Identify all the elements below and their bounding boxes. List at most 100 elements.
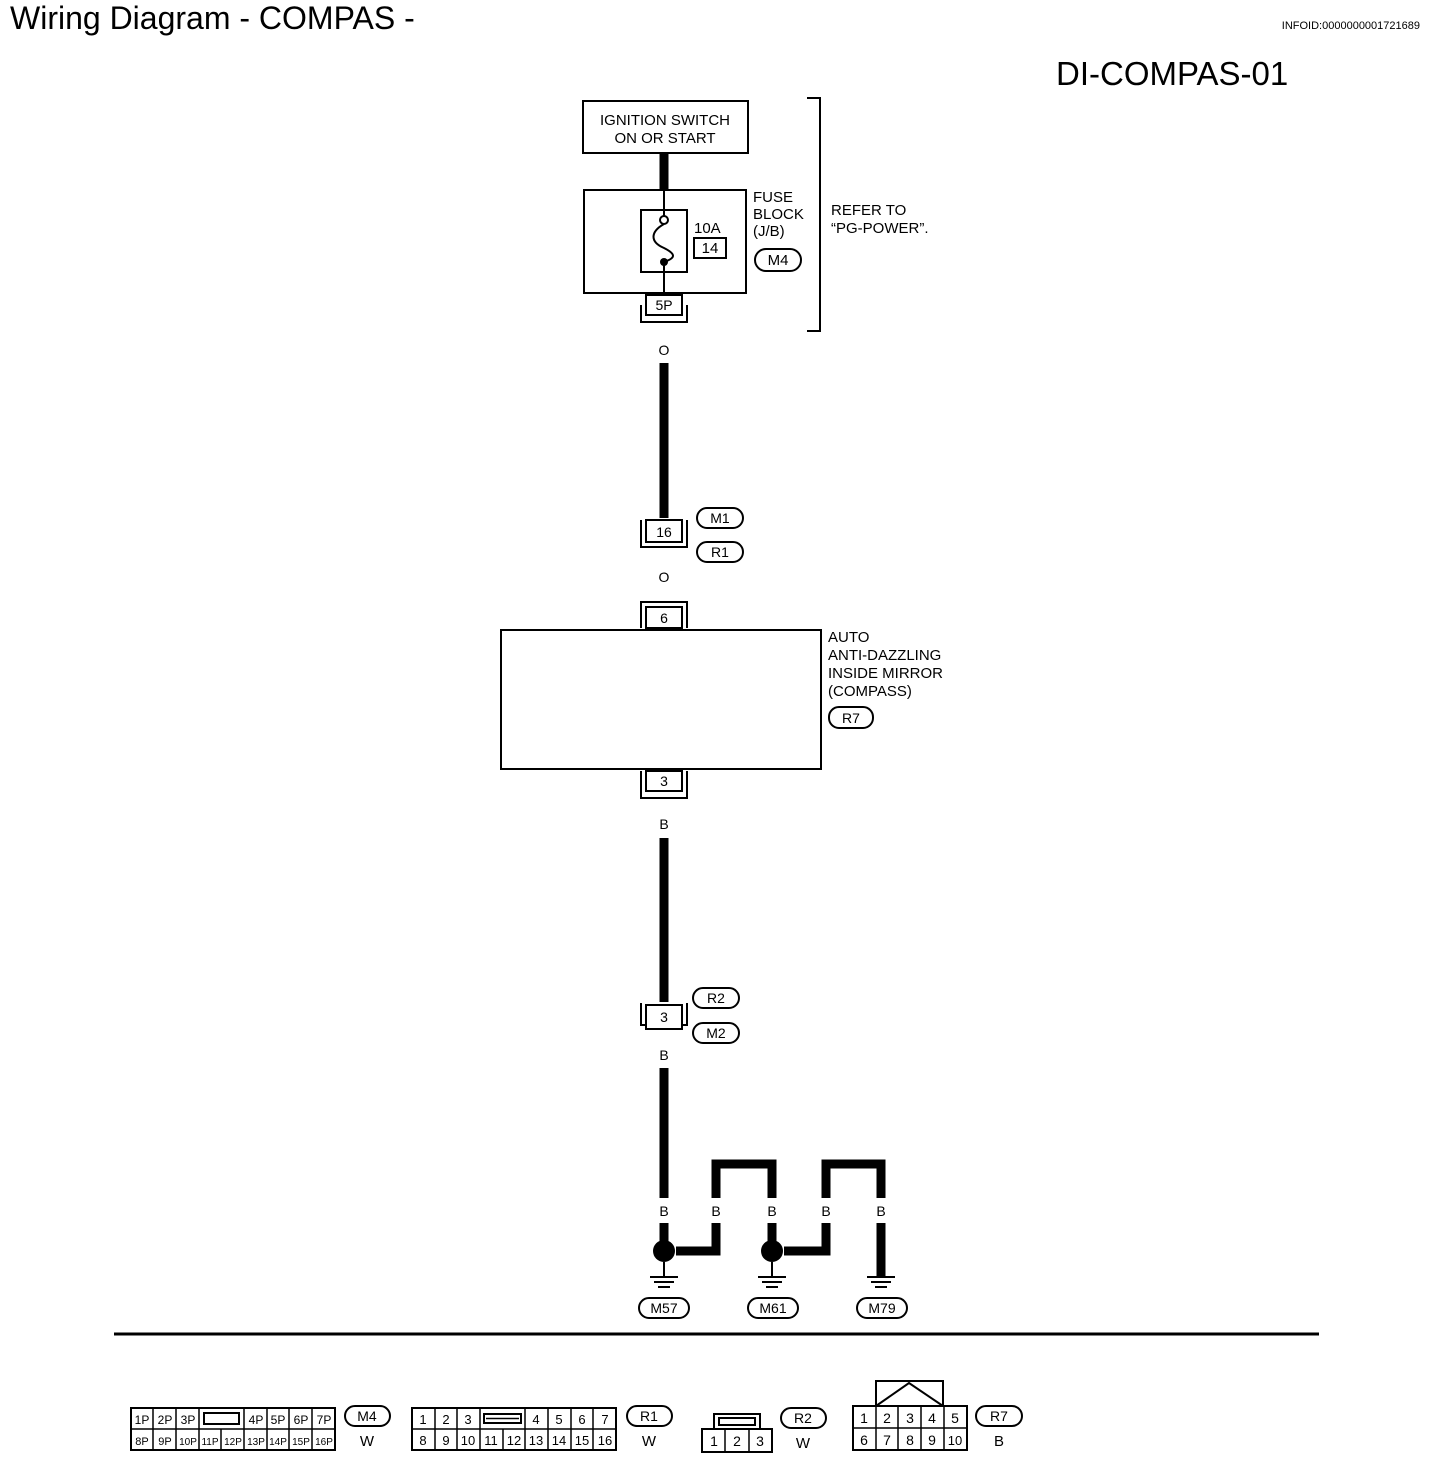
connector-id-badge: M2 xyxy=(706,1025,726,1041)
connector-face-id: R2 xyxy=(794,1410,812,1426)
mirror-label-line-4: (COMPASS) xyxy=(828,683,912,700)
connector-pin-label: 7 xyxy=(601,1412,608,1427)
connector-housing-hood xyxy=(875,1381,944,1407)
connector-id-badge: M1 xyxy=(710,510,730,526)
mirror-power-connector-clip xyxy=(640,601,688,628)
connector-pin-label: 8P xyxy=(135,1436,148,1448)
joint-connector-terminal: 16 xyxy=(656,524,672,540)
connector-pin-label: 6 xyxy=(860,1432,868,1448)
connector-pin-label: 16 xyxy=(598,1433,612,1448)
ignition-switch-label-line-1: IGNITION SWITCH xyxy=(600,112,730,129)
ground-point-id: M79 xyxy=(868,1300,895,1316)
joint-connector-terminal: 3 xyxy=(660,1009,668,1025)
connector-pin-label: 13 xyxy=(529,1433,543,1448)
connector-pin-label: 5 xyxy=(951,1410,959,1426)
ignition-switch: IGNITION SWITCH ON OR START xyxy=(582,100,749,154)
connector-pin-label: 4 xyxy=(928,1410,936,1426)
fuse-block: 10A 14 FUSE BLOCK (J/B) M4 5P xyxy=(583,189,804,323)
connector-face-m4: 1P 2P 3P 4P 5P 6P 7P 8P 9P 10P 11P 12P 1… xyxy=(130,1405,391,1451)
connector-lock-tab xyxy=(718,1417,756,1426)
connector-face-r2: 1 2 3 R2 W xyxy=(701,1407,827,1453)
fuse-number: 14 xyxy=(702,240,719,257)
ground-symbol-icon xyxy=(650,1276,678,1288)
wire-color-label: B xyxy=(821,1203,830,1219)
auto-anti-dazzling-mirror: 6 AUTO ANTI-DAZZLING INSIDE MIRROR (COMP… xyxy=(500,601,943,799)
connector-pin-label: 1 xyxy=(419,1412,426,1427)
connector-pin-label: 1 xyxy=(860,1410,868,1426)
fuse-block-terminal: 5P xyxy=(655,297,672,313)
connector-face-color: W xyxy=(796,1435,811,1452)
ground-splice-dot xyxy=(653,1240,675,1262)
connector-pin-label: 8 xyxy=(906,1432,914,1448)
connector-pin-label: 3 xyxy=(906,1410,914,1426)
connector-pin-label: 9P xyxy=(158,1436,171,1448)
connector-pin-label: 3 xyxy=(756,1433,764,1449)
page-title: Wiring Diagram - COMPAS - xyxy=(10,0,415,36)
connector-pin-label: 1P xyxy=(135,1413,150,1427)
wire-color-label: O xyxy=(659,569,670,585)
refer-to-line-2: “PG-POWER”. xyxy=(831,220,929,237)
connector-pin-label: 14P xyxy=(269,1437,287,1448)
ground-symbol-icon xyxy=(758,1276,786,1288)
connector-face-r1: 1 2 3 4 5 6 7 8 9 10 11 12 13 14 15 16 R… xyxy=(411,1405,673,1451)
wire-color-label: B xyxy=(659,1203,668,1219)
connector-pin-label: 8 xyxy=(419,1433,426,1448)
connector-pin-label: 6P xyxy=(294,1413,309,1427)
mirror-label-line-3: INSIDE MIRROR xyxy=(828,665,943,682)
connector-face-color: W xyxy=(360,1433,375,1450)
mirror-label-line-1: AUTO xyxy=(828,629,869,646)
connector-pin-label: 15 xyxy=(575,1433,589,1448)
connector-pin-label: 6 xyxy=(578,1412,585,1427)
fuse-block-label-line-2: BLOCK xyxy=(753,206,804,223)
fuse-block-connector-clip xyxy=(640,305,688,323)
ground-point-id: M61 xyxy=(759,1300,786,1316)
connector-pin-label: 4P xyxy=(249,1413,264,1427)
connector-id-badge: R1 xyxy=(711,544,729,560)
wire-color-label: B xyxy=(659,816,668,832)
connector-pin-label: 2P xyxy=(158,1413,173,1427)
connector-face-id: M4 xyxy=(357,1408,377,1424)
connector-face-r7: 1 2 3 4 5 6 7 8 9 10 R7 B xyxy=(852,1380,1023,1451)
connector-pin-label: 7P xyxy=(317,1413,332,1427)
connector-pin-label: 4 xyxy=(532,1412,539,1427)
connector-pin-label: 16P xyxy=(315,1437,333,1448)
wire-color-label: O xyxy=(659,342,670,358)
connector-pin-label: 10P xyxy=(179,1437,197,1448)
connector-pin-label: 10 xyxy=(948,1433,962,1448)
connector-pin-label: 9 xyxy=(928,1432,936,1448)
connector-pin-label: 5 xyxy=(555,1412,562,1427)
connector-pin-label: 14 xyxy=(552,1433,566,1448)
connector-pin-label: 9 xyxy=(442,1433,449,1448)
connector-pin-label: 15P xyxy=(292,1437,310,1448)
wire-color-label: B xyxy=(767,1203,776,1219)
connector-face-id: R1 xyxy=(640,1408,658,1424)
ground-splice-dot xyxy=(761,1240,783,1262)
connector-pin-label: 10 xyxy=(461,1433,475,1448)
fuse-rating: 10A xyxy=(694,220,721,237)
connector-pin-label: 2 xyxy=(733,1433,741,1449)
connector-id-badge: R2 xyxy=(707,990,725,1006)
connector-face-color: B xyxy=(994,1433,1004,1450)
connector-face-id: R7 xyxy=(990,1408,1008,1424)
connector-pin-label: 12 xyxy=(507,1433,521,1448)
mirror-connector-id: R7 xyxy=(842,710,860,726)
connector-lock-tab xyxy=(203,1412,240,1425)
joint-connector-m1-r1: 16 M1 R1 xyxy=(640,507,744,563)
wire-color-label: B xyxy=(876,1203,885,1219)
joint-connector-r2-m2: 3 R2 M2 xyxy=(640,987,740,1044)
connector-face-color: W xyxy=(642,1433,657,1450)
connector-pin-label: 3 xyxy=(464,1412,471,1427)
connector-pin-label: 11P xyxy=(201,1437,218,1448)
ground-network: B B B B B M57 M61 xyxy=(638,1159,908,1319)
ignition-switch-label-line-2: ON OR START xyxy=(614,130,715,147)
mirror-ground-connector-clip xyxy=(640,771,688,799)
connector-pin-label: 13P xyxy=(247,1437,265,1448)
connector-pin-label: 2 xyxy=(883,1410,891,1426)
connector-pin-label: 2 xyxy=(442,1412,449,1427)
mirror-ground-terminal: 3 xyxy=(660,773,668,789)
diagram-code: DI-COMPAS-01 xyxy=(1056,55,1289,92)
ground-point-id: M57 xyxy=(650,1300,677,1316)
connector-pin-label: 3P xyxy=(181,1413,196,1427)
refer-to-note: REFER TO “PG-POWER”. xyxy=(807,97,929,332)
